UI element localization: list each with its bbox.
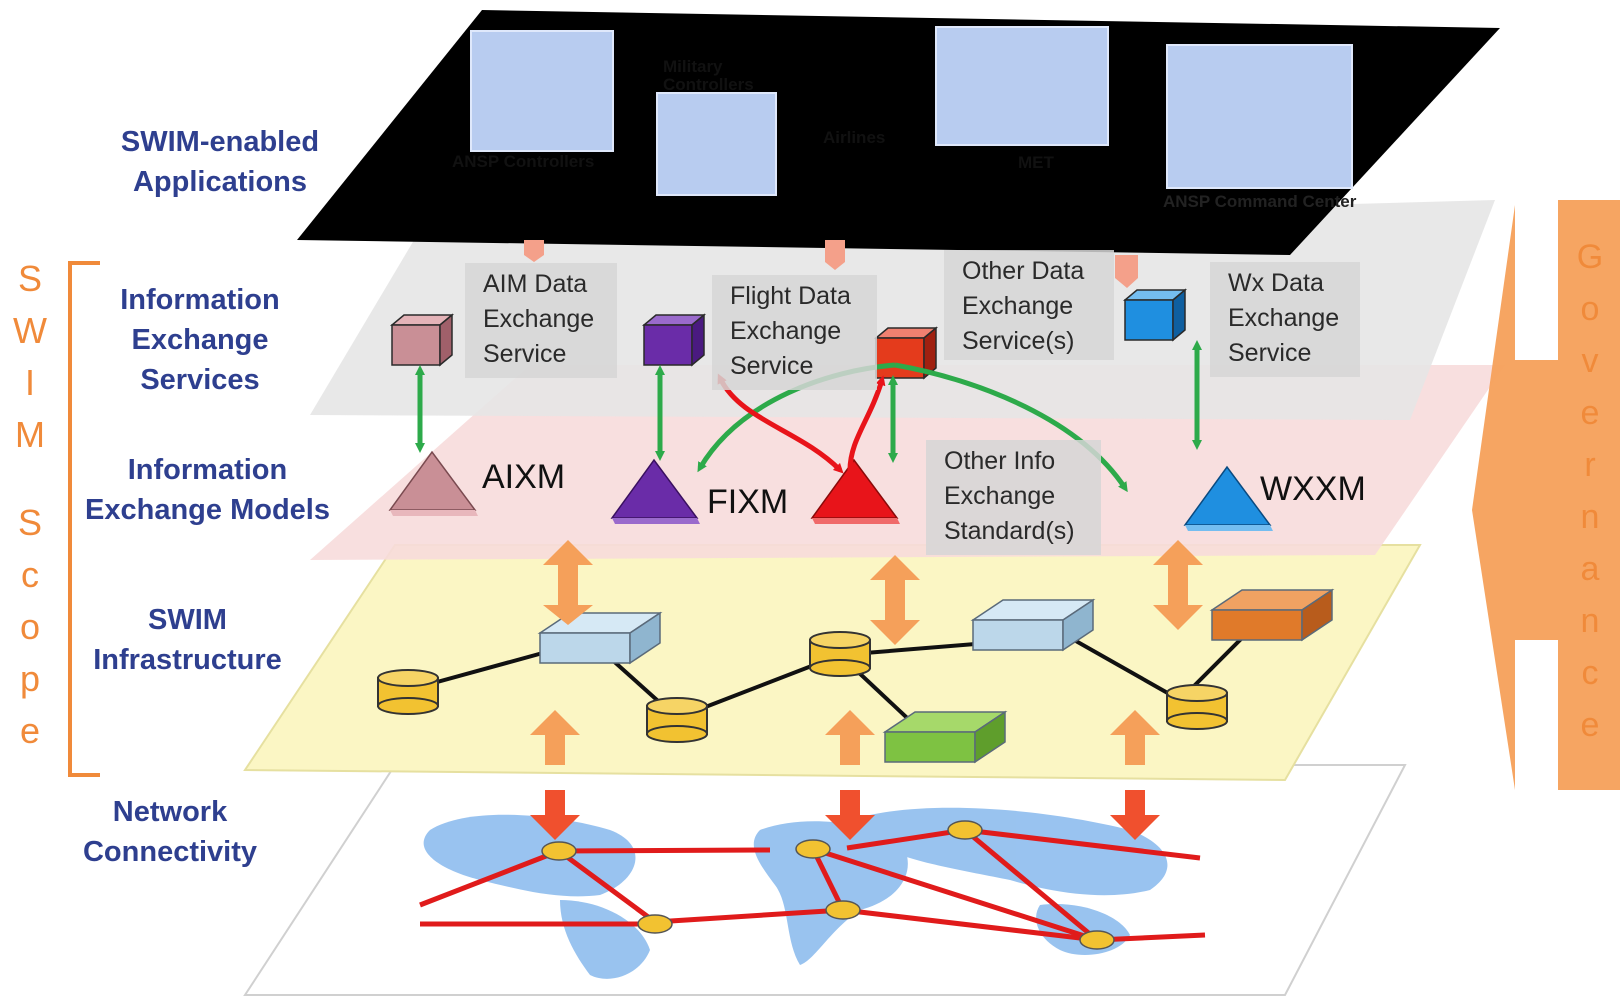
app-caption-ansp-controllers: ANSP Controllers — [452, 152, 595, 171]
governance-letter: n — [1580, 498, 1600, 536]
app-airlines-image — [800, 30, 888, 118]
model-triangles — [388, 450, 1273, 531]
service-label-wx: Wx Data Exchange Service — [1210, 262, 1360, 377]
app-ansp-command-center-image — [1166, 44, 1353, 189]
app-caption-military-controllers: Military Controllers — [663, 57, 754, 94]
governance-letter: o — [1580, 290, 1600, 328]
governance-letter: a — [1580, 550, 1600, 588]
layer-label-models: Information Exchange Models — [85, 454, 330, 526]
governance-letter: v — [1581, 342, 1599, 380]
app-caption-met: MET — [1018, 153, 1054, 172]
swim-scope-letter: W — [13, 310, 47, 351]
infrastructure-databases — [377, 631, 1228, 743]
app-military-controllers-image — [656, 92, 777, 196]
layer-label-services: Information Exchange Services — [120, 284, 280, 396]
apps-services-arrows — [524, 240, 1138, 288]
other-standard-label: Other Info Exchange Standard(s) — [926, 440, 1101, 555]
world-map — [423, 807, 1168, 979]
app-met-image — [935, 26, 1109, 146]
app-caption-ansp-command-center: ANSP Command Center — [1163, 192, 1357, 211]
flight-service-cube — [641, 313, 707, 367]
other-service-cube — [873, 326, 939, 380]
red-arrows — [717, 373, 886, 474]
swim-scope-letter: o — [19, 606, 41, 647]
app-caption-airlines: Airlines — [823, 128, 886, 147]
infra-network-arrows — [530, 710, 1160, 840]
service-label-other: Other Data Exchange Service(s) — [944, 250, 1114, 360]
model-label-aixm: AIXM — [482, 458, 566, 496]
service-label-flight: Flight Data Exchange Service — [712, 275, 877, 390]
network-links — [419, 827, 1206, 943]
swim-scope-letter: e — [19, 710, 41, 751]
service-label-aim: AIM Data Exchange Service — [465, 263, 617, 378]
governance-letter: e — [1580, 706, 1600, 744]
model-label-fixm: FIXM — [707, 483, 789, 521]
governance-letter: r — [1584, 446, 1596, 484]
swim-scope-letter: S — [17, 502, 42, 543]
models-infra-arrows — [543, 540, 1203, 645]
wx-service-cube — [1122, 288, 1188, 342]
swim-scope-letter: p — [19, 658, 41, 699]
governance-arrow — [1472, 200, 1620, 790]
layer-label-infrastructure: SWIM Infrastructure — [93, 604, 282, 676]
swim-scope-bracket — [68, 261, 100, 777]
infrastructure-servers — [537, 588, 1335, 764]
governance-letter: n — [1580, 602, 1600, 640]
app-ansp-controllers-image — [470, 30, 614, 152]
swim-scope-letter: c — [21, 554, 39, 595]
layer-label-applications: SWIM-enabled Applications — [120, 126, 320, 198]
governance-letter: G — [1576, 238, 1604, 276]
swim-scope-letter: I — [24, 362, 35, 403]
model-label-wxxm: WXXM — [1260, 470, 1366, 508]
governance-letter: e — [1580, 394, 1600, 432]
aim-service-cube — [389, 313, 455, 367]
layer-label-network: Network Connectivity — [82, 796, 258, 868]
swim-scope-letter: S — [17, 258, 42, 299]
service-cubes — [389, 288, 1188, 380]
governance-letter: c — [1581, 654, 1599, 692]
swim-scope-letter: M — [15, 414, 45, 455]
network-nodes — [541, 820, 1115, 950]
